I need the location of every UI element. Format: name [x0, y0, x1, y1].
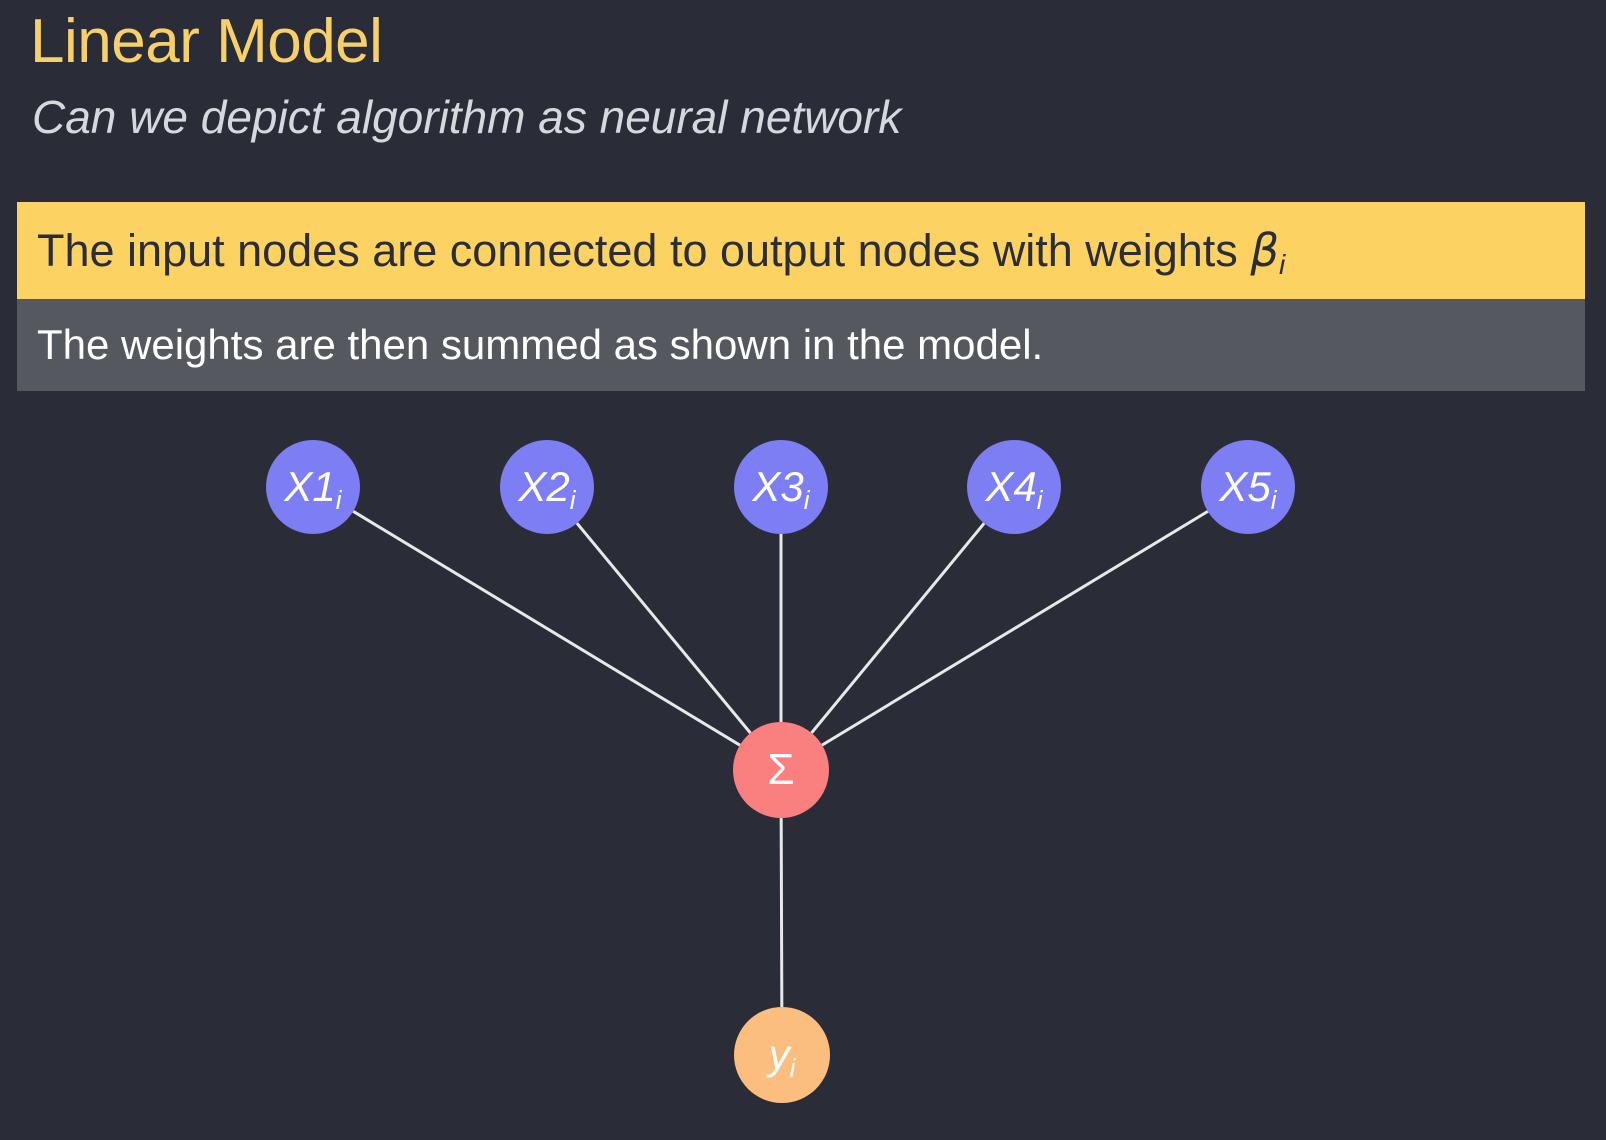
input-node-x1-label: X1i [284, 463, 342, 515]
output-node-y[interactable]: yi [734, 1007, 830, 1103]
output-node-y-label: yi [768, 1031, 796, 1083]
input-node-x3[interactable]: X3i [734, 440, 828, 534]
input-node-x2-label: X2i [518, 463, 576, 515]
input-node-x3-label: X3i [752, 463, 810, 515]
secondary-banner-text: The weights are then summed as shown in … [37, 321, 1044, 368]
input-node-x2[interactable]: X2i [500, 440, 594, 534]
input-node-x1[interactable]: X1i [266, 440, 360, 534]
beta-symbol: β [1250, 224, 1280, 277]
summation-node-label: Σ [767, 745, 795, 794]
input-node-x4-label: X4i [985, 463, 1043, 515]
input-node-x4[interactable]: X4i [967, 440, 1061, 534]
summation-node[interactable]: Σ [733, 722, 829, 818]
page-subtitle: Can we depict algorithm as neural networ… [32, 91, 902, 143]
highlight-banner: The input nodes are connected to output … [17, 202, 1585, 299]
highlight-banner-text: The input nodes are connected to output … [37, 224, 1286, 281]
input-node-x5[interactable]: X5i [1201, 440, 1295, 534]
secondary-banner: The weights are then summed as shown in … [17, 299, 1585, 391]
beta-subscript: i [1279, 249, 1286, 281]
page-title: Linear Model [30, 7, 383, 76]
highlight-banner-sentence: The input nodes are connected to output … [37, 225, 1251, 276]
input-node-x5-label: X5i [1219, 463, 1277, 515]
